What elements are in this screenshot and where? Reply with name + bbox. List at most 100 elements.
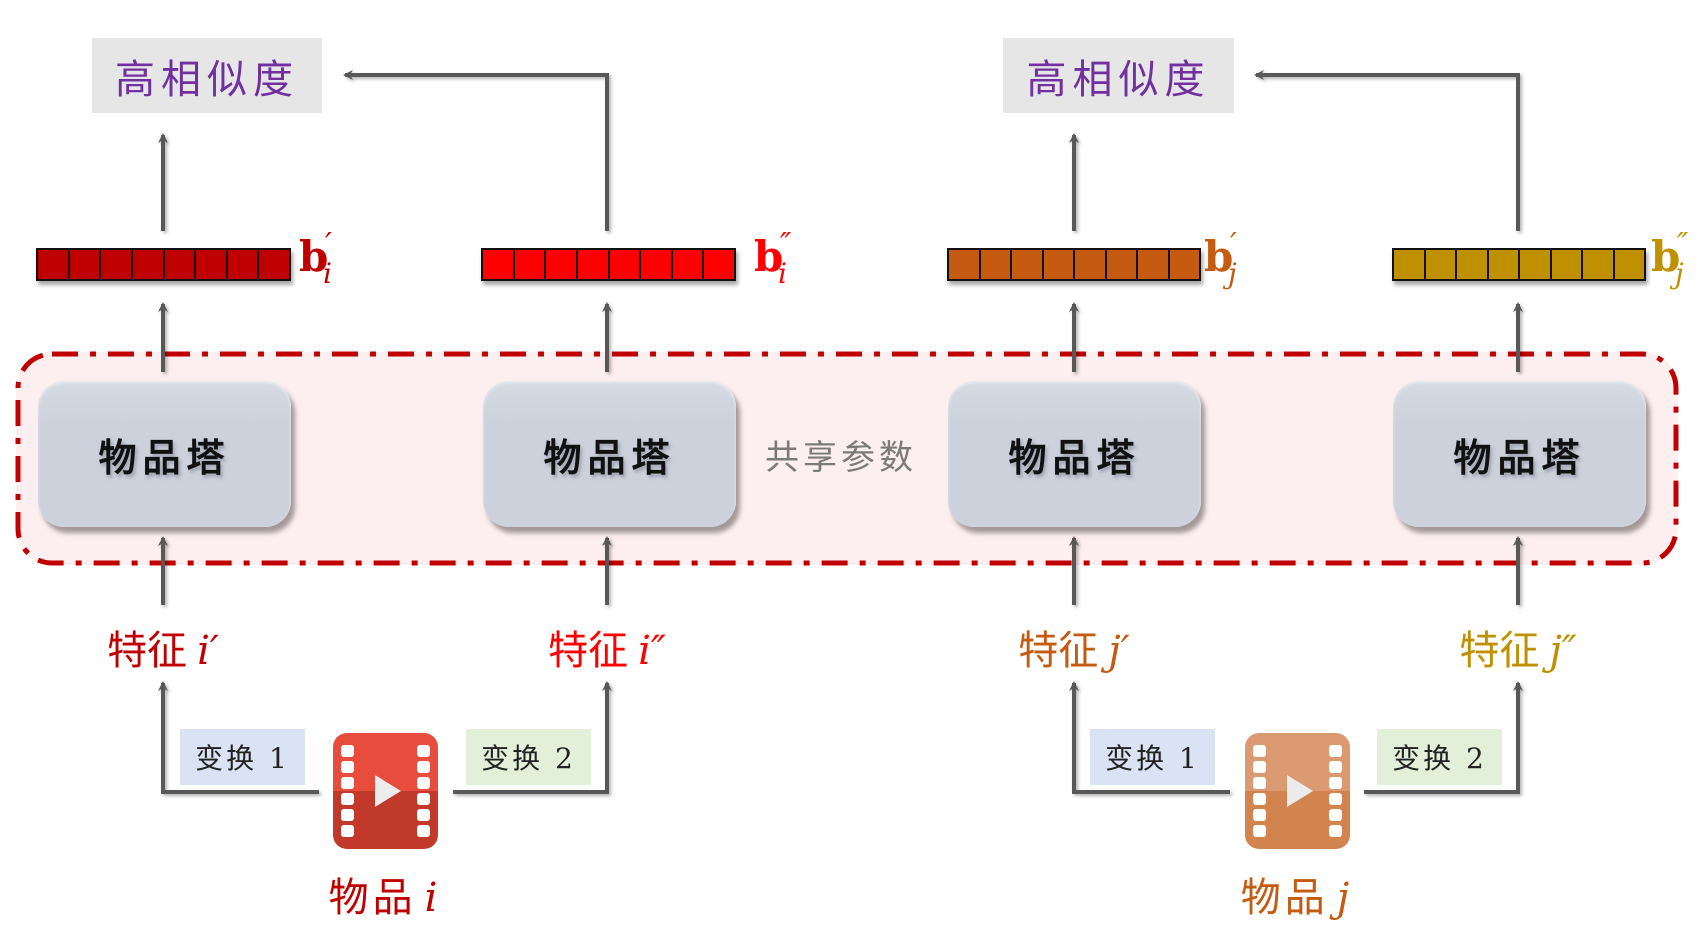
embedding-cell bbox=[1106, 250, 1138, 279]
embedding-label-bi-double-prime: b″i bbox=[754, 227, 792, 290]
high-similarity-box-j: 高相似度 bbox=[1003, 38, 1234, 113]
embedding-cell bbox=[1520, 250, 1552, 279]
video-icon bbox=[333, 733, 438, 849]
item-tower-4: 物品塔 bbox=[1393, 381, 1646, 527]
item-tower-1: 物品塔 bbox=[38, 381, 291, 527]
tower-label: 物品塔 bbox=[98, 434, 231, 480]
film-hole bbox=[417, 809, 430, 821]
high-similarity-label: 高相似度 bbox=[115, 56, 299, 103]
embedding-bar-bj-double-prime bbox=[1392, 248, 1646, 281]
embedding-cell bbox=[672, 250, 705, 279]
transform-2-box-i: 变换 2 bbox=[466, 729, 591, 785]
embedding-cell bbox=[196, 250, 228, 279]
embedding-cell bbox=[38, 250, 70, 279]
film-hole bbox=[341, 761, 354, 773]
embedding-bar-bj-prime bbox=[947, 248, 1201, 281]
film-hole bbox=[341, 809, 354, 821]
embedding-cell bbox=[164, 250, 197, 279]
transform-label: 变换 2 bbox=[1392, 742, 1487, 775]
film-hole bbox=[1253, 761, 1266, 773]
film-hole bbox=[1253, 825, 1266, 837]
film-hole bbox=[417, 777, 430, 789]
embedding-cell bbox=[1488, 250, 1520, 279]
high-similarity-box-i: 高相似度 bbox=[92, 38, 322, 113]
film-hole bbox=[1253, 809, 1266, 821]
embedding-cell bbox=[1075, 250, 1107, 279]
film-hole bbox=[1253, 777, 1266, 789]
film-hole bbox=[417, 745, 430, 757]
embedding-cell bbox=[1138, 250, 1170, 279]
embedding-cell bbox=[1457, 250, 1489, 279]
embedding-cell bbox=[546, 250, 578, 279]
embedding-label-bj-double-prime: b″j bbox=[1651, 227, 1689, 290]
embedding-cell bbox=[483, 250, 515, 279]
play-icon bbox=[375, 775, 401, 807]
embedding-cell bbox=[949, 250, 981, 279]
embedding-cell bbox=[609, 250, 642, 279]
embedding-cell bbox=[101, 250, 133, 279]
shared-region-dashed-border bbox=[15, 351, 1679, 566]
film-hole bbox=[1253, 793, 1266, 805]
shared-params-label: 共享参数 bbox=[765, 438, 917, 478]
embedding-cell bbox=[1043, 250, 1075, 279]
embedding-cell bbox=[69, 250, 102, 279]
high-similarity-label: 高相似度 bbox=[1026, 56, 1211, 103]
embedding-bar-bi-double-prime bbox=[481, 248, 736, 281]
film-hole bbox=[1329, 777, 1342, 789]
embedding-cell bbox=[514, 250, 547, 279]
embedding-cell bbox=[259, 250, 289, 279]
film-hole bbox=[341, 777, 354, 789]
arrow-item-j-transform2 bbox=[1364, 681, 1523, 794]
item-tower-3: 物品塔 bbox=[948, 381, 1201, 527]
film-hole bbox=[417, 761, 430, 773]
embedding-cell bbox=[1614, 250, 1644, 279]
arrow-bi2-to-similarity bbox=[343, 70, 609, 231]
embedding-label-bi-prime: b′i bbox=[299, 227, 332, 290]
embedding-cell bbox=[577, 250, 610, 279]
embedding-cell bbox=[641, 250, 673, 279]
film-hole bbox=[1329, 825, 1342, 837]
tower-label: 物品塔 bbox=[1453, 434, 1586, 480]
film-hole bbox=[1329, 745, 1342, 757]
film-hole bbox=[1329, 809, 1342, 821]
transform-label: 变换 1 bbox=[195, 742, 290, 775]
embedding-cell bbox=[704, 250, 734, 279]
embedding-cell bbox=[1425, 250, 1457, 279]
transform-1-box-i: 变换 1 bbox=[180, 729, 305, 785]
tower-label: 物品塔 bbox=[543, 434, 676, 480]
arrow-bj2-to-similarity bbox=[1254, 70, 1520, 231]
film-hole bbox=[417, 793, 430, 805]
film-hole bbox=[341, 825, 354, 837]
embedding-cell bbox=[1169, 250, 1199, 279]
embedding-cell bbox=[1394, 250, 1426, 279]
embedding-cell bbox=[1583, 250, 1615, 279]
transform-2-box-j: 变换 2 bbox=[1377, 729, 1502, 785]
embedding-cell bbox=[980, 250, 1012, 279]
embedding-bar-bi-prime bbox=[36, 248, 291, 281]
film-hole bbox=[1329, 793, 1342, 805]
film-hole bbox=[1253, 745, 1266, 757]
arrow-item-i-transform2 bbox=[453, 681, 612, 794]
film-hole bbox=[341, 793, 354, 805]
play-icon bbox=[1287, 775, 1313, 807]
film-hole bbox=[341, 745, 354, 757]
arrow-item-i-transform1 bbox=[158, 681, 319, 794]
embedding-cell bbox=[1551, 250, 1583, 279]
arrow-item-j-transform1 bbox=[1069, 681, 1230, 794]
embedding-cell bbox=[227, 250, 260, 279]
film-hole bbox=[417, 825, 430, 837]
transform-label: 变换 2 bbox=[481, 742, 576, 775]
video-icon bbox=[1245, 733, 1350, 849]
transform-label: 变换 1 bbox=[1105, 742, 1200, 775]
tower-label: 物品塔 bbox=[1008, 434, 1141, 480]
embedding-cell bbox=[1012, 250, 1044, 279]
film-hole bbox=[1329, 761, 1342, 773]
transform-1-box-j: 变换 1 bbox=[1090, 729, 1215, 785]
